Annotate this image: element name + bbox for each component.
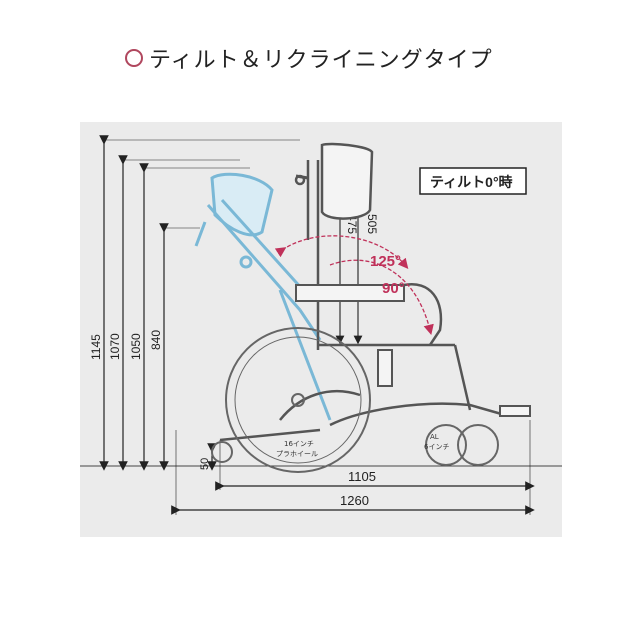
dim-1050: 1050 bbox=[129, 333, 143, 360]
vertical-dimensions bbox=[99, 135, 300, 471]
rear-wheel bbox=[225, 327, 371, 473]
anti-tip-wheel bbox=[211, 441, 233, 463]
dim-505: 505 bbox=[365, 214, 379, 234]
dim-1105: 1105 bbox=[348, 469, 376, 484]
title-text: ティルト＆リクライニングタイプ bbox=[149, 48, 493, 73]
tilted-frame bbox=[194, 172, 332, 421]
horizontal-dimensions bbox=[171, 420, 535, 515]
dim-50: 50 bbox=[199, 458, 211, 470]
angle-arcs bbox=[274, 235, 434, 336]
circle-icon bbox=[125, 49, 143, 67]
rear-wheel-size-label: 16インチ bbox=[284, 440, 314, 448]
dim-840: 840 bbox=[149, 330, 163, 350]
rear-wheel-type-label: プラホイール bbox=[276, 450, 318, 458]
angle-90: 90° bbox=[382, 280, 405, 297]
tilt-badge-text: ティルト0°時 bbox=[430, 174, 513, 190]
angle-125: 125° bbox=[370, 253, 401, 270]
tilt-badge-box bbox=[419, 167, 527, 195]
front-casters bbox=[425, 424, 499, 466]
dim-1145: 1145 bbox=[89, 334, 103, 360]
diagram-title: ティルト＆リクライニングタイプ bbox=[125, 40, 493, 76]
caster-material-label: AL bbox=[430, 433, 439, 441]
dim-1070: 1070 bbox=[108, 333, 122, 360]
upright-frame bbox=[219, 142, 531, 442]
dim-1260: 1260 bbox=[340, 493, 369, 508]
caster-size-label: 6インチ bbox=[424, 443, 449, 451]
